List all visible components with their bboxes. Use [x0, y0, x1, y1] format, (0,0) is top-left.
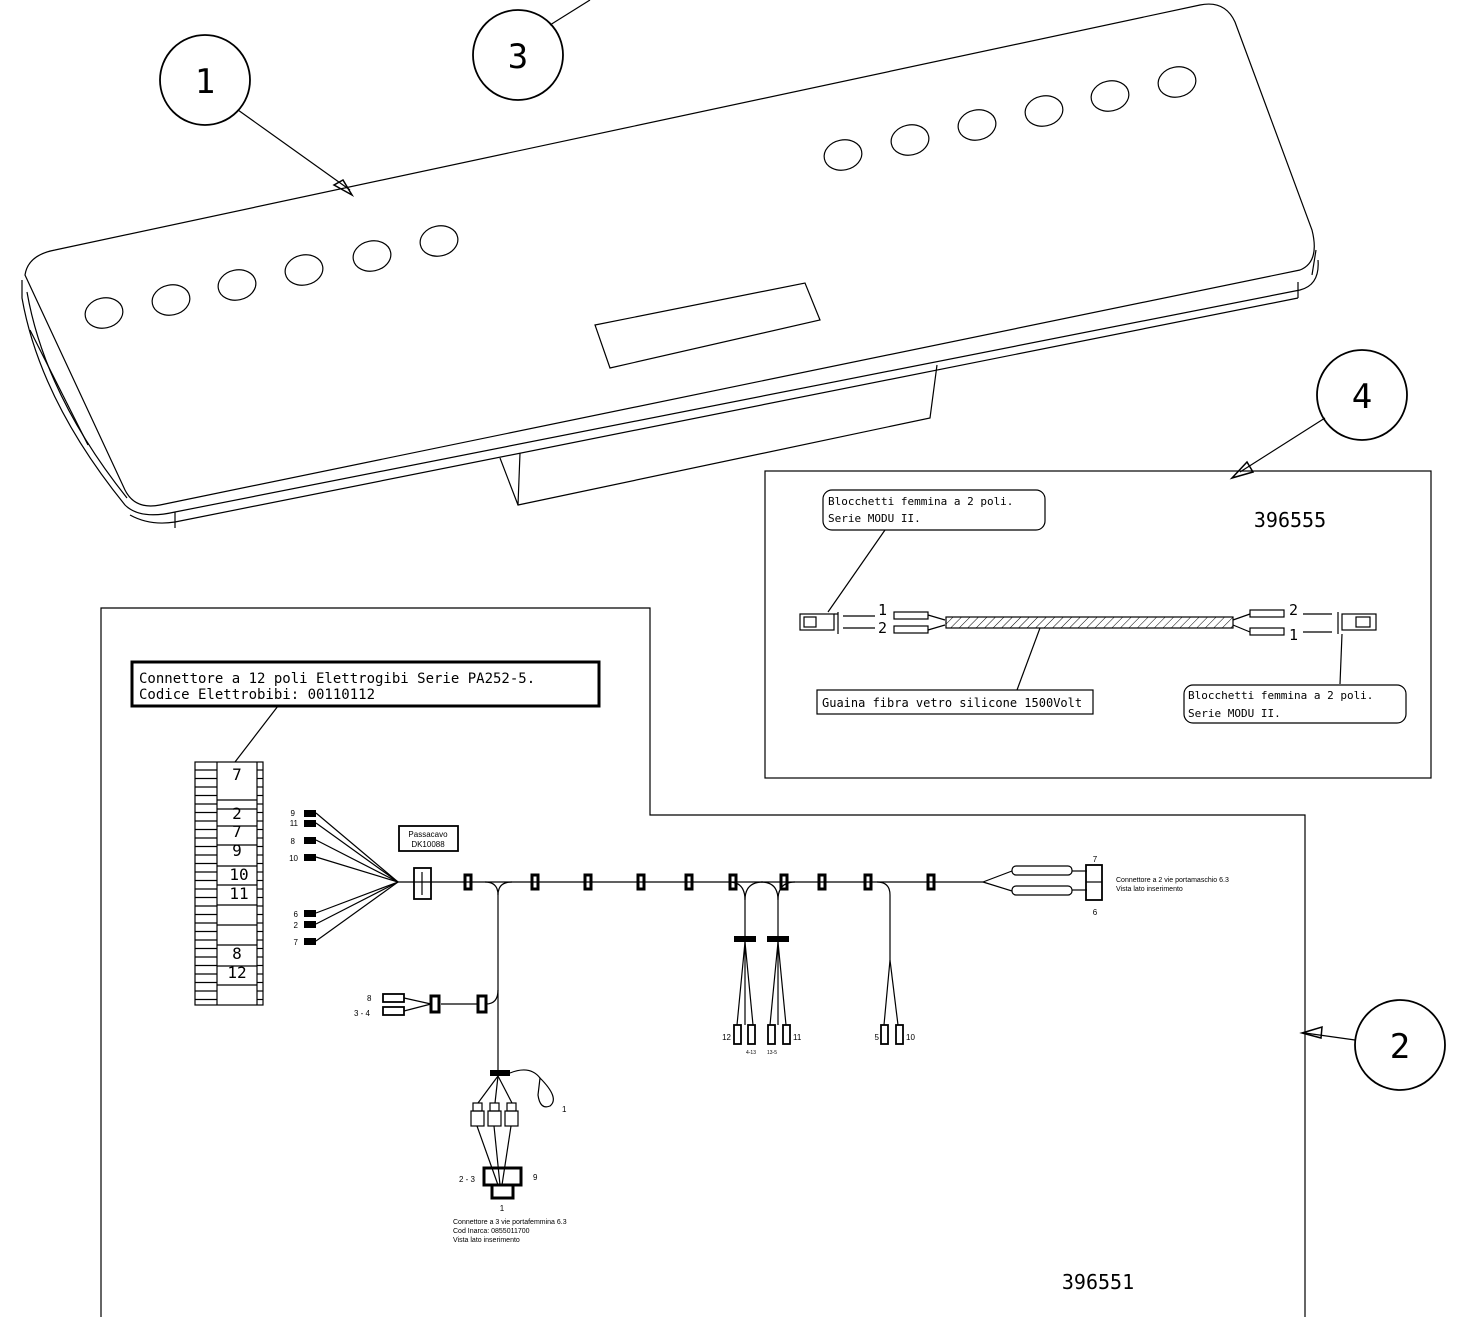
callout-3: 3 [472, 0, 591, 101]
panel-buttons-left [84, 225, 459, 329]
svg-text:2: 2 [232, 804, 242, 823]
svg-text:10: 10 [229, 865, 248, 884]
svg-text:1: 1 [562, 1105, 567, 1114]
svg-text:8: 8 [367, 994, 372, 1003]
kit-396555: 396555 Blocchetti femmina a 2 poli. Seri… [764, 470, 1432, 779]
svg-text:Connettore a 2 vie portamaschi: Connettore a 2 vie portamaschio 6.3 [1116, 877, 1229, 884]
trunk-clip [817, 873, 827, 891]
harness-code: 396551 [1062, 1270, 1134, 1294]
svg-text:Connettore a 12 poli Elettrogi: Connettore a 12 poli Elettrogibi Serie P… [139, 671, 535, 687]
svg-text:12: 12 [227, 963, 246, 982]
harness-396551: 396551 Connettore a 12 poli Elettrogibi … [100, 607, 1306, 1317]
svg-text:DK10088: DK10088 [411, 840, 445, 849]
svg-text:Passacavo: Passacavo [408, 830, 448, 839]
svg-text:Serie MODU II.: Serie MODU II. [828, 512, 921, 525]
svg-text:Guaina fibra vetro silicone 15: Guaina fibra vetro silicone 1500Volt [822, 696, 1082, 710]
trunk-clip [530, 873, 540, 891]
svg-text:6: 6 [294, 910, 299, 919]
svg-text:4-13: 4-13 [746, 1050, 756, 1056]
svg-text:11: 11 [290, 819, 299, 828]
svg-text:Blocchetti femmina a 2 poli.: Blocchetti femmina a 2 poli. [1188, 689, 1373, 702]
svg-text:Vista lato inserimento: Vista lato inserimento [1116, 886, 1183, 893]
svg-text:9: 9 [533, 1173, 538, 1182]
trunk-clip [583, 873, 593, 891]
svg-text:5: 5 [875, 1033, 880, 1042]
fanout-wires: 9 11 8 10 6 2 7 [289, 809, 399, 947]
svg-text:9: 9 [232, 841, 242, 860]
connector-12-pole-block: 7 2 7 9 10 11 8 12 [194, 761, 264, 1006]
svg-text:7: 7 [232, 765, 242, 784]
trunk-clip [926, 873, 936, 891]
svg-text:7: 7 [294, 938, 299, 947]
svg-text:8: 8 [232, 944, 242, 963]
trunk-clip [863, 873, 873, 891]
callout-4: 4 [1229, 349, 1408, 480]
svg-text:12: 12 [722, 1033, 731, 1042]
svg-text:8: 8 [291, 837, 296, 846]
svg-text:1: 1 [878, 601, 887, 619]
svg-text:1: 1 [500, 1204, 505, 1213]
svg-text:Vista lato inserimento: Vista lato inserimento [453, 1237, 520, 1244]
svg-text:Codice Elettrobibi: 00110112: Codice Elettrobibi: 00110112 [139, 687, 375, 703]
svg-text:2: 2 [1289, 601, 1298, 619]
svg-text:11: 11 [793, 1033, 802, 1042]
svg-text:2: 2 [294, 921, 299, 930]
svg-text:Blocchetti femmina a 2 poli.: Blocchetti femmina a 2 poli. [828, 495, 1013, 508]
svg-text:6: 6 [1093, 908, 1098, 917]
svg-text:Serie MODU II.: Serie MODU II. [1188, 707, 1281, 720]
svg-text:1: 1 [195, 62, 215, 102]
trunk-clip [779, 873, 789, 891]
svg-text:2: 2 [878, 619, 887, 637]
callout-1: 1 [159, 34, 355, 198]
trunk-clip [463, 873, 473, 891]
kit-code: 396555 [1254, 508, 1326, 532]
svg-text:13-5: 13-5 [767, 1050, 777, 1056]
svg-text:Cod Inarca: 0855011700: Cod Inarca: 0855011700 [453, 1228, 530, 1235]
svg-text:2: 2 [1390, 1027, 1410, 1067]
svg-text:9: 9 [291, 809, 296, 818]
svg-text:11: 11 [229, 884, 248, 903]
trunk-clip [684, 873, 694, 891]
panel-buttons-right [823, 66, 1197, 171]
svg-text:7: 7 [1093, 855, 1098, 864]
svg-text:3: 3 [508, 37, 528, 77]
svg-text:2 - 3: 2 - 3 [459, 1175, 476, 1184]
svg-text:4: 4 [1352, 377, 1372, 417]
svg-text:3 - 4: 3 - 4 [354, 1009, 371, 1018]
svg-text:7: 7 [232, 822, 242, 841]
svg-text:1: 1 [1289, 626, 1298, 644]
three-way-terminals [470, 1102, 519, 1127]
svg-text:10: 10 [906, 1033, 915, 1042]
svg-text:10: 10 [289, 854, 298, 863]
callout-2: 2 [1299, 999, 1446, 1091]
trunk-clip [636, 873, 646, 891]
svg-text:Connettore a 3 vie portafemmin: Connettore a 3 vie portafemmina 6.3 [453, 1219, 567, 1226]
control-panel [21, 3, 1319, 528]
